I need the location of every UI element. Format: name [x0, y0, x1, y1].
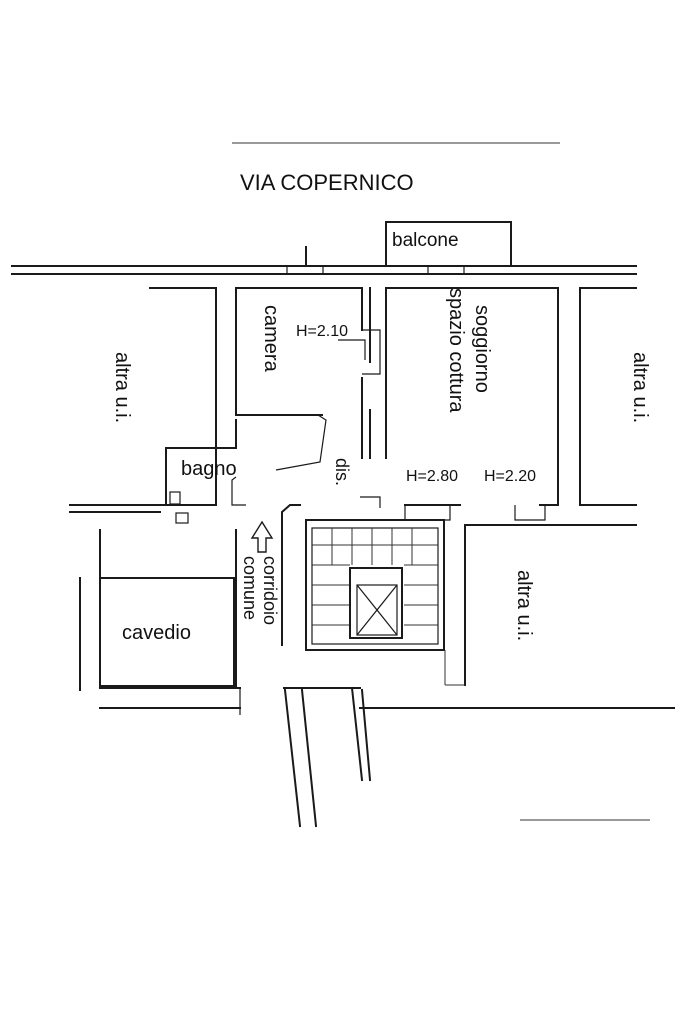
altra-ui-lower: altra u.i.: [359, 524, 675, 709]
door-mark: [360, 496, 381, 508]
comune-label: comune: [240, 556, 260, 620]
bagno-room: bagno: [165, 414, 327, 524]
camera-label: camera: [260, 305, 282, 373]
cavedio-room: cavedio: [79, 577, 235, 691]
altra-left-label: altra u.i.: [111, 352, 133, 423]
street-name: VIA COPERNICO: [240, 170, 414, 195]
altra-right-label: altra u.i.: [629, 352, 651, 423]
dis-label: dis.: [332, 458, 352, 486]
bagno-label: bagno: [181, 458, 237, 480]
balcone-label: balcone: [392, 230, 459, 251]
soggiorno-label: soggiorno: [471, 305, 493, 393]
altra-lower-label: altra u.i.: [513, 570, 535, 641]
elevator-shaft-icon: [349, 567, 403, 639]
stairwell: [305, 519, 445, 651]
up-arrow-icon: [250, 520, 274, 553]
altra-ui-left: altra u.i.: [69, 287, 217, 513]
corridoio-label: corridoio: [260, 556, 280, 625]
balcone-room: balcone: [385, 221, 512, 267]
soggiorno-height-left: H=2.80: [406, 468, 458, 485]
camera-height: H=2.10: [296, 323, 348, 340]
corridoio-comune: corridoio comune: [99, 504, 301, 689]
lower-walls: [99, 650, 465, 828]
camera-room: camera H=2.10: [235, 287, 381, 459]
facade-wall: [11, 246, 637, 275]
altra-ui-right: altra u.i.: [579, 287, 651, 506]
soggiorno-room: soggiorno spazio cottura H=2.80 H=2.20: [385, 287, 559, 521]
cavedio-label: cavedio: [122, 622, 191, 644]
spazio-cottura-label: spazio cottura: [445, 288, 467, 413]
soggiorno-height-right: H=2.20: [484, 468, 536, 485]
